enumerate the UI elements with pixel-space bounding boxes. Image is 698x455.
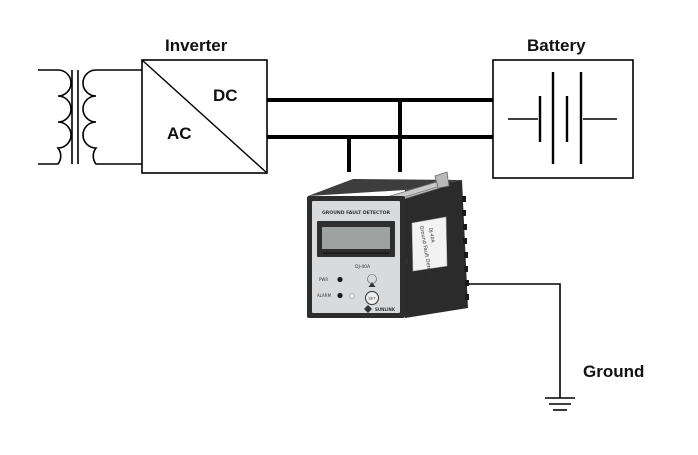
lcd-pins [323, 252, 389, 254]
set-button[interactable] [365, 291, 379, 305]
battery-label: Battery [527, 36, 586, 55]
ground-icon [545, 397, 575, 411]
set-button-label: SET [368, 296, 376, 301]
ground-connection: Ground [466, 283, 644, 411]
alarm-led-label: ALARM [317, 293, 332, 298]
ground-label: Ground [583, 362, 644, 381]
battery-symbol [508, 72, 617, 164]
up-button[interactable] [367, 274, 377, 284]
arrow-up-icon [368, 282, 376, 287]
alarm-led-icon [337, 292, 343, 299]
dc-label: DC [213, 86, 238, 105]
pwr-led-icon [337, 276, 343, 283]
terminal-block [462, 196, 469, 300]
brand-logo-icon [364, 305, 372, 313]
side-label: Ground Fault Detector DJ-40A [411, 216, 448, 282]
indicator-icon [349, 293, 355, 299]
pwr-led-label: PWR [319, 277, 328, 282]
transformer-symbol [38, 69, 142, 165]
inverter-block: Inverter DC AC [141, 36, 268, 174]
lcd-display [322, 227, 390, 249]
inverter-label: Inverter [165, 36, 228, 55]
dc-bus-wires [267, 98, 493, 172]
ac-label: AC [167, 124, 192, 143]
panel-title: GROUND FAULT DETECTOR [322, 210, 390, 216]
ground-fault-detector-device: Ground Fault Detector DJ-40A KO GROUND F… [307, 171, 469, 318]
battery-block: Battery [492, 36, 634, 179]
side-label-model: DJ-40A [427, 227, 436, 244]
model-label: DJ-40A [355, 264, 371, 270]
brand-label: SUNLINK [375, 307, 396, 312]
